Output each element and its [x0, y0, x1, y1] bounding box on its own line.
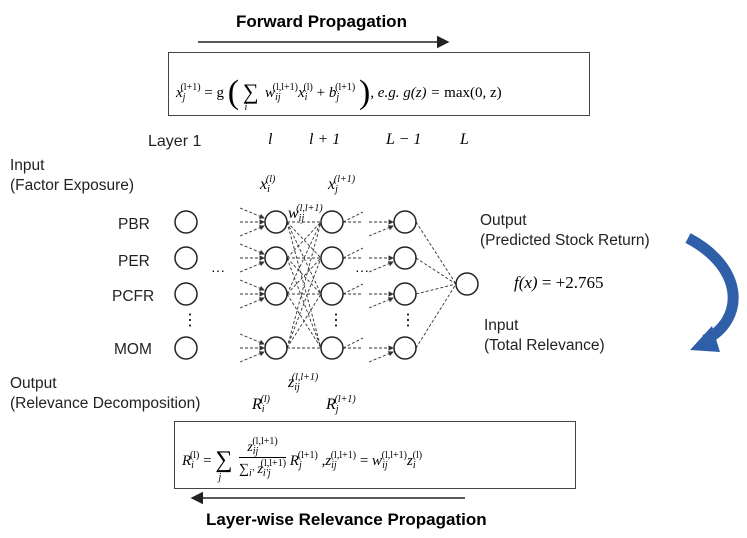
layer-Lm1-node-2	[393, 282, 417, 306]
edge-l-lp1-1-2	[286, 257, 322, 295]
backward-formula: Ri(l) = ∑j zij(l,l+1) ∑i′ zi′j(l,l+1) Rj…	[182, 436, 423, 483]
forward-propagation-title: Forward Propagation	[236, 12, 407, 31]
curved-arrow-head	[690, 326, 720, 352]
input-node-0	[174, 210, 198, 234]
output-sublabel: (Predicted Stock Return)	[480, 232, 650, 249]
edge-stub-l-diag2-3	[239, 333, 265, 345]
edge-l-lp1-2-1	[286, 257, 322, 295]
curved-relevance-arrow	[685, 233, 739, 345]
edge-l-lp1-2-0	[286, 221, 322, 295]
x-j-label: xj(l+1)	[328, 174, 356, 195]
lrp-title: Layer-wise Relevance Propagation	[206, 510, 487, 529]
edge-stub-Lm1-diag-2	[368, 297, 394, 309]
input-sublabel: (Factor Exposure)	[10, 177, 135, 194]
relevance-input-label: Input	[484, 317, 519, 334]
relevance-input-sublabel: (Total Relevance)	[484, 337, 605, 354]
edge-l-lp1-0-1	[286, 221, 322, 259]
prediction-value: f(x) = +2.765	[514, 273, 604, 292]
edge-stub-lp1-up-1	[342, 247, 364, 259]
layer-L-label: L	[460, 131, 469, 148]
edge-stub-l-diag-2	[239, 297, 265, 309]
R-j-label: Rj(l+1)	[326, 394, 356, 415]
edge-Lm1-out-2	[415, 283, 457, 295]
input-label: Input	[10, 157, 45, 174]
input-node-3	[174, 336, 198, 360]
edge-stub-lp1-up-0	[342, 211, 364, 223]
edge-stub-l-diag2-0	[239, 207, 265, 219]
edge-stub-lp1-up-2	[342, 283, 364, 295]
layer-l-node-0	[264, 210, 288, 234]
layer-lp1-node-2	[320, 282, 344, 306]
feature-pbr: PBR	[118, 216, 150, 233]
edge-l-lp1-3-2	[286, 293, 322, 349]
v-ellipsis-input: ⋮	[182, 312, 198, 329]
layer-l-node-3	[264, 336, 288, 360]
feature-mom: MOM	[114, 341, 152, 358]
w-ij-label: wij(l,l+1)	[288, 203, 323, 224]
layer-Lm1-node-1	[393, 246, 417, 270]
edge-Lm1-out-1	[415, 257, 457, 285]
forward-formula-box	[168, 52, 590, 116]
layer-l-node-1	[264, 246, 288, 270]
edge-l-lp1-1-3	[286, 257, 322, 349]
edge-stub-l-diag2-2	[239, 279, 265, 291]
edge-stub-l-diag-0	[239, 225, 265, 237]
layer-Lm1-node-0	[393, 210, 417, 234]
edge-stub-l-diag-3	[239, 351, 265, 363]
layer-1-label: Layer 1	[148, 133, 202, 150]
edge-l-lp1-3-0	[286, 221, 322, 349]
layer-Lm1-node-3	[393, 336, 417, 360]
layer-l-label: l	[268, 131, 273, 148]
h-ellipsis-1: ···	[211, 262, 225, 278]
relevance-output-label: Output	[10, 375, 57, 392]
edge-l-lp1-1-0	[286, 221, 322, 259]
edge-stub-l-diag2-1	[239, 243, 265, 255]
layer-l-node-2	[264, 282, 288, 306]
forward-formula: xj(l+1) = g ( ∑i wij(l,l+1)xi(l) + bj(l+…	[176, 74, 502, 113]
edge-Lm1-out-0	[415, 221, 457, 285]
edge-Lm1-out-3	[415, 283, 457, 349]
edge-stub-l-diag-1	[239, 261, 265, 273]
layer-L-minus-1-label: L − 1	[386, 131, 422, 148]
x-i-label: xi(l)	[260, 174, 276, 195]
edge-l-lp1-3-1	[286, 257, 322, 349]
z-ij-label: zij(l,l+1)	[288, 372, 319, 393]
layer-l-plus-1-label: l + 1	[309, 131, 341, 148]
input-node-1	[174, 246, 198, 270]
edge-l-lp1-0-2	[286, 221, 322, 295]
feature-per: PER	[118, 253, 150, 270]
v-ellipsis-lplus1: ⋮	[328, 312, 344, 329]
edge-stub-Lm1-diag-0	[368, 225, 394, 237]
relevance-output-sublabel: (Relevance Decomposition)	[10, 395, 201, 412]
output-label: Output	[480, 212, 527, 229]
layer-lp1-node-0	[320, 210, 344, 234]
input-node-2	[174, 282, 198, 306]
edge-stub-Lm1-diag-1	[368, 261, 394, 273]
edge-stub-Lm1-diag-3	[368, 351, 394, 363]
R-i-label: Ri(l)	[252, 394, 271, 415]
feature-pcfr: PCFR	[112, 288, 155, 305]
layer-lp1-node-3	[320, 336, 344, 360]
h-ellipsis-2: ···	[355, 262, 369, 278]
output-node	[455, 272, 479, 296]
edge-stub-lp1-up-3	[342, 337, 364, 349]
v-ellipsis-Lminus1: ⋮	[400, 312, 416, 329]
layer-lp1-node-1	[320, 246, 344, 270]
backward-formula-box	[174, 421, 576, 489]
